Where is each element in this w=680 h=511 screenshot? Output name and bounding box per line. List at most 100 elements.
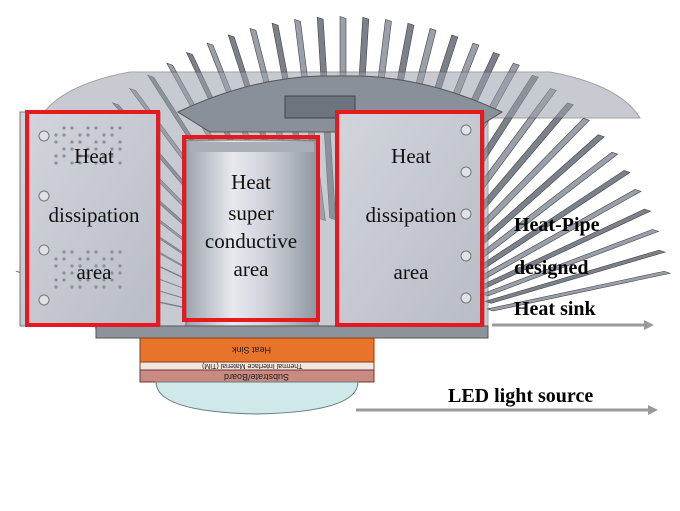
- vent-dot: [102, 154, 106, 158]
- heat-sink-layer-label: Heat Sink: [232, 345, 272, 355]
- vent-dot: [86, 278, 90, 282]
- vent-dot: [62, 126, 66, 130]
- vent-dot: [86, 147, 90, 151]
- annotation-heat-sink: Heat sink: [514, 298, 596, 320]
- vent-dot: [102, 285, 106, 289]
- vent-dot: [70, 285, 74, 289]
- fin: [484, 249, 667, 304]
- vent-dot: [78, 264, 82, 268]
- vent-dot: [118, 140, 122, 144]
- vent-dot: [110, 126, 114, 130]
- vent-dot: [86, 154, 90, 158]
- right-zone-label-area: area: [393, 260, 429, 284]
- cylinder-rim: [190, 142, 314, 152]
- vent-dot: [94, 126, 98, 130]
- vent-dot: [86, 257, 90, 261]
- vent-dot: [62, 257, 66, 261]
- tim-layer-label: Thermal Interface Material (TIM): [202, 362, 303, 369]
- vent-dot: [78, 161, 82, 165]
- vent-dot: [110, 133, 114, 137]
- mount-hole: [38, 294, 50, 306]
- vent-dot: [94, 147, 98, 151]
- vent-dot: [102, 133, 106, 137]
- annotation-designed: designed: [514, 257, 589, 279]
- vent-dot: [102, 161, 106, 165]
- heat-pipe-cylinder: [185, 139, 319, 327]
- vent-dot: [110, 154, 114, 158]
- annotation-heat-pipe: Heat-Pipe: [514, 214, 600, 236]
- vent-dot: [62, 271, 66, 275]
- vent-dot: [86, 133, 90, 137]
- heatsink-arrow: [492, 320, 654, 330]
- right-highlight-box: [335, 110, 484, 327]
- mount-hole: [460, 250, 472, 262]
- vent-dot: [54, 285, 58, 289]
- vent-dot: [94, 271, 98, 275]
- led-lens: [155, 381, 359, 415]
- vent-dot: [110, 250, 114, 254]
- left-highlight-box: [25, 110, 160, 327]
- vent-dot: [54, 154, 58, 158]
- vent-dot: [70, 271, 74, 275]
- vent-dot: [118, 161, 122, 165]
- vent-dot: [110, 271, 114, 275]
- mount-hole: [460, 166, 472, 178]
- vent-holes: [38, 124, 472, 306]
- center-zone-label-super: super: [228, 201, 274, 225]
- right-zone-label-dissipation: dissipation: [365, 203, 457, 227]
- substrate-layer-label: Substrate/Board: [224, 372, 290, 382]
- annotation-led-light-source: LED light source: [448, 385, 594, 407]
- vent-dot: [110, 278, 114, 282]
- left-zone-label-area: area: [76, 260, 112, 284]
- vent-dot: [86, 271, 90, 275]
- right-panel: [335, 111, 485, 327]
- vent-dot: [62, 147, 66, 151]
- vent-dot: [54, 140, 58, 144]
- vent-dot: [86, 250, 90, 254]
- vent-dot: [110, 147, 114, 151]
- vent-dot: [62, 154, 66, 158]
- mount-hole: [460, 124, 472, 136]
- vent-dot: [54, 133, 58, 137]
- vent-dot: [94, 264, 98, 268]
- mount-hole: [38, 190, 50, 202]
- vent-dot: [70, 140, 74, 144]
- vent-dot: [78, 257, 82, 261]
- vent-dot: [62, 133, 66, 137]
- mount-hole: [38, 130, 50, 142]
- vent-dot: [110, 257, 114, 261]
- vent-dot: [54, 264, 58, 268]
- led-arrow: [356, 405, 658, 415]
- mount-hole: [460, 292, 472, 304]
- vent-dot: [94, 140, 98, 144]
- vent-dot: [102, 257, 106, 261]
- vent-dot: [94, 161, 98, 165]
- base-plate: [95, 325, 489, 339]
- vent-dot: [70, 126, 74, 130]
- center-zone-label-heat: Heat: [231, 170, 271, 194]
- heat-sink-layer: [139, 337, 375, 363]
- left-zone-label-heat: Heat: [74, 144, 114, 168]
- vent-dot: [78, 278, 82, 282]
- vent-dot: [118, 126, 122, 130]
- center-highlight-box: [182, 135, 320, 322]
- vent-dot: [118, 147, 122, 151]
- vent-dot: [70, 250, 74, 254]
- vent-dot: [94, 250, 98, 254]
- left-panel: [19, 111, 161, 327]
- vent-dot: [94, 285, 98, 289]
- vent-dot: [78, 154, 82, 158]
- vent-dot: [102, 278, 106, 282]
- vent-dot: [118, 271, 122, 275]
- vent-dot: [86, 126, 90, 130]
- vent-dot: [102, 264, 106, 268]
- vent-dot: [78, 285, 82, 289]
- left-zone-label-dissipation: dissipation: [48, 203, 140, 227]
- mount-hole: [460, 208, 472, 220]
- vent-dot: [118, 264, 122, 268]
- center-zone-label-conductive: conductive: [204, 229, 298, 253]
- vent-dot: [62, 278, 66, 282]
- vent-dot: [70, 161, 74, 165]
